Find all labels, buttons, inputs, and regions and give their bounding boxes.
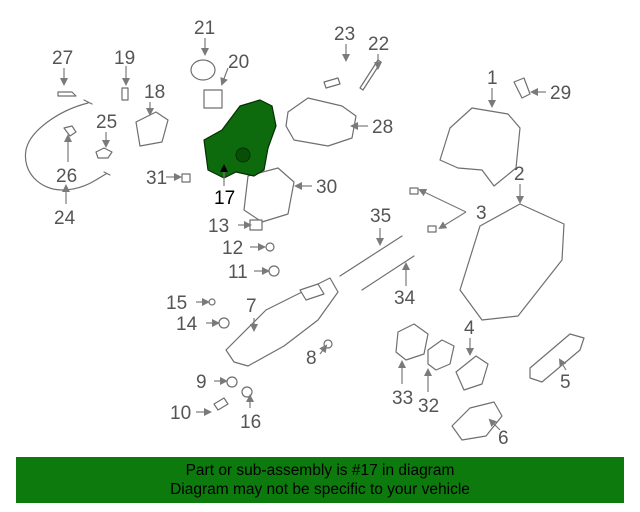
callout-2: 2 <box>514 164 525 185</box>
leader-lines <box>60 38 567 431</box>
callout-7: 7 <box>246 296 257 317</box>
callout-22: 22 <box>368 34 389 55</box>
part-14 <box>218 317 230 329</box>
notice-line-part: Part or sub-assembly is #17 in diagram <box>185 462 455 479</box>
callout-29: 29 <box>550 83 571 104</box>
callout-4: 4 <box>464 318 475 339</box>
callout-9: 9 <box>196 372 207 393</box>
part-11 <box>268 265 280 277</box>
callout-1: 1 <box>487 68 498 89</box>
callout-12: 12 <box>222 238 243 259</box>
part-29 <box>513 77 531 99</box>
callout-16: 16 <box>240 412 261 433</box>
part-30 <box>243 167 295 223</box>
callout-20: 20 <box>228 52 249 73</box>
callout-35: 35 <box>370 206 391 227</box>
callout-23: 23 <box>334 24 355 45</box>
part-23 <box>323 77 341 89</box>
diagram-notice-banner: Part or sub-assembly is #17 in diagram D… <box>16 457 624 503</box>
part-28 <box>285 97 357 147</box>
callout-17: 17 <box>214 188 235 209</box>
part-21 <box>190 59 216 81</box>
part-7 <box>225 277 339 367</box>
part-6 <box>451 401 503 441</box>
part-4 <box>455 355 489 391</box>
part-9 <box>226 376 238 388</box>
part-25 <box>95 147 113 159</box>
callout-34: 34 <box>394 288 416 309</box>
part-16 <box>241 386 253 398</box>
part-5 <box>529 333 585 383</box>
callout-32: 32 <box>418 396 439 417</box>
callout-30: 30 <box>316 177 337 198</box>
part-17-bore <box>235 147 251 163</box>
part-33 <box>395 323 429 361</box>
callout-18: 18 <box>144 82 165 103</box>
notice-line-disclaimer: Diagram may not be specific to your vehi… <box>170 481 470 498</box>
callout-31: 31 <box>146 168 167 189</box>
part-35 <box>339 235 403 277</box>
part-31 <box>181 173 191 183</box>
callout-5: 5 <box>560 372 571 393</box>
part-3 <box>409 187 437 233</box>
part-17-highlight <box>203 99 277 179</box>
part-20 <box>203 89 223 109</box>
callout-3: 3 <box>476 203 487 224</box>
callout-15: 15 <box>166 293 187 314</box>
part-12 <box>265 242 275 252</box>
callout-21: 21 <box>194 18 215 39</box>
callout-24: 24 <box>54 208 76 229</box>
part-1 <box>439 107 521 187</box>
part-13 <box>249 219 263 231</box>
part-34 <box>361 255 415 291</box>
part-24-cable <box>24 102 107 191</box>
callout-28: 28 <box>372 117 393 138</box>
callout-8: 8 <box>306 348 317 369</box>
callout-27: 27 <box>52 48 73 69</box>
callout-13: 13 <box>208 216 229 237</box>
part-27 <box>57 91 77 97</box>
part-18 <box>135 111 169 147</box>
part-24-end <box>83 99 111 176</box>
part-10 <box>213 397 229 411</box>
callout-19: 19 <box>114 48 135 69</box>
part-7-tube <box>299 283 325 301</box>
callout-labels: 27 19 18 25 26 24 21 20 23 22 28 29 1 2 … <box>52 18 571 449</box>
part-26 <box>63 125 77 137</box>
callout-10: 10 <box>170 403 191 424</box>
callout-14: 14 <box>176 314 198 335</box>
callout-26: 26 <box>56 166 77 187</box>
parts-diagram: 27 19 18 25 26 24 21 20 23 22 28 29 1 2 … <box>24 18 585 449</box>
part-15 <box>208 298 216 306</box>
callout-33: 33 <box>392 388 413 409</box>
callout-25: 25 <box>96 112 117 133</box>
part-32 <box>427 339 455 371</box>
part-19 <box>121 87 129 101</box>
callout-6: 6 <box>498 428 509 449</box>
part-2 <box>459 203 565 321</box>
callout-11: 11 <box>228 262 248 283</box>
